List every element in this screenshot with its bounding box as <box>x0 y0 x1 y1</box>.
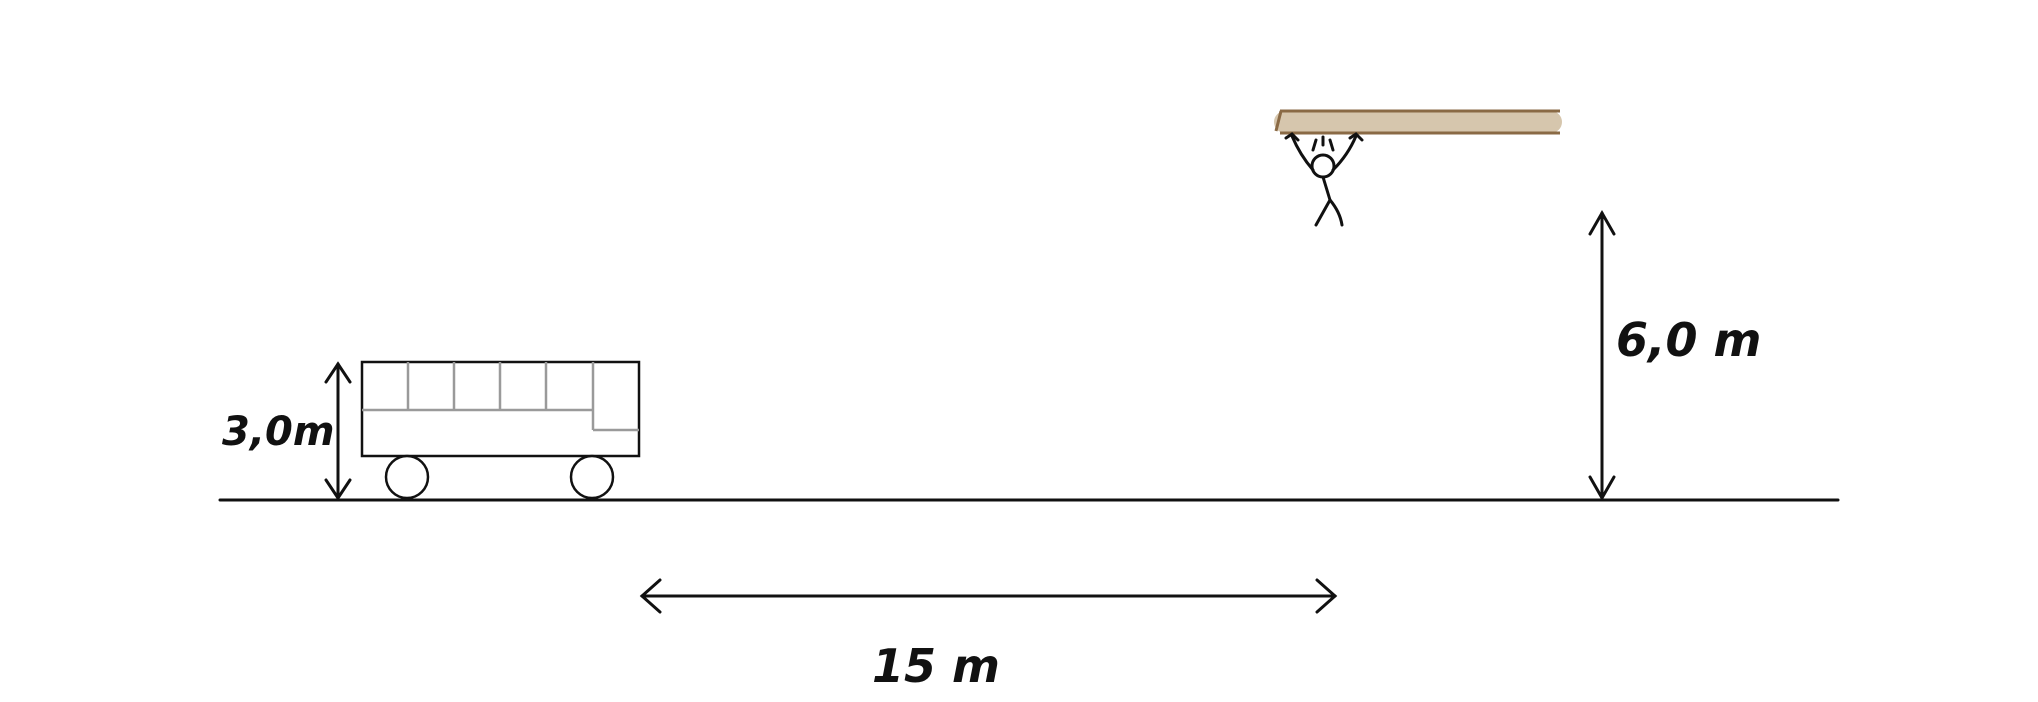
beam-height-label: 6,0 m <box>1616 313 1761 367</box>
beam <box>1274 109 1562 135</box>
bus-wheel-front <box>384 454 430 500</box>
distance-arrow <box>639 578 1338 614</box>
bus-height-arrow <box>324 361 352 501</box>
distance-label: 15 m <box>872 639 1000 693</box>
stick-figure <box>1284 132 1364 227</box>
bus <box>360 360 641 500</box>
bus-height-label: 3,0m <box>222 409 335 455</box>
bus-wheel-rear <box>569 454 615 500</box>
beam-height-arrow <box>1588 209 1616 502</box>
